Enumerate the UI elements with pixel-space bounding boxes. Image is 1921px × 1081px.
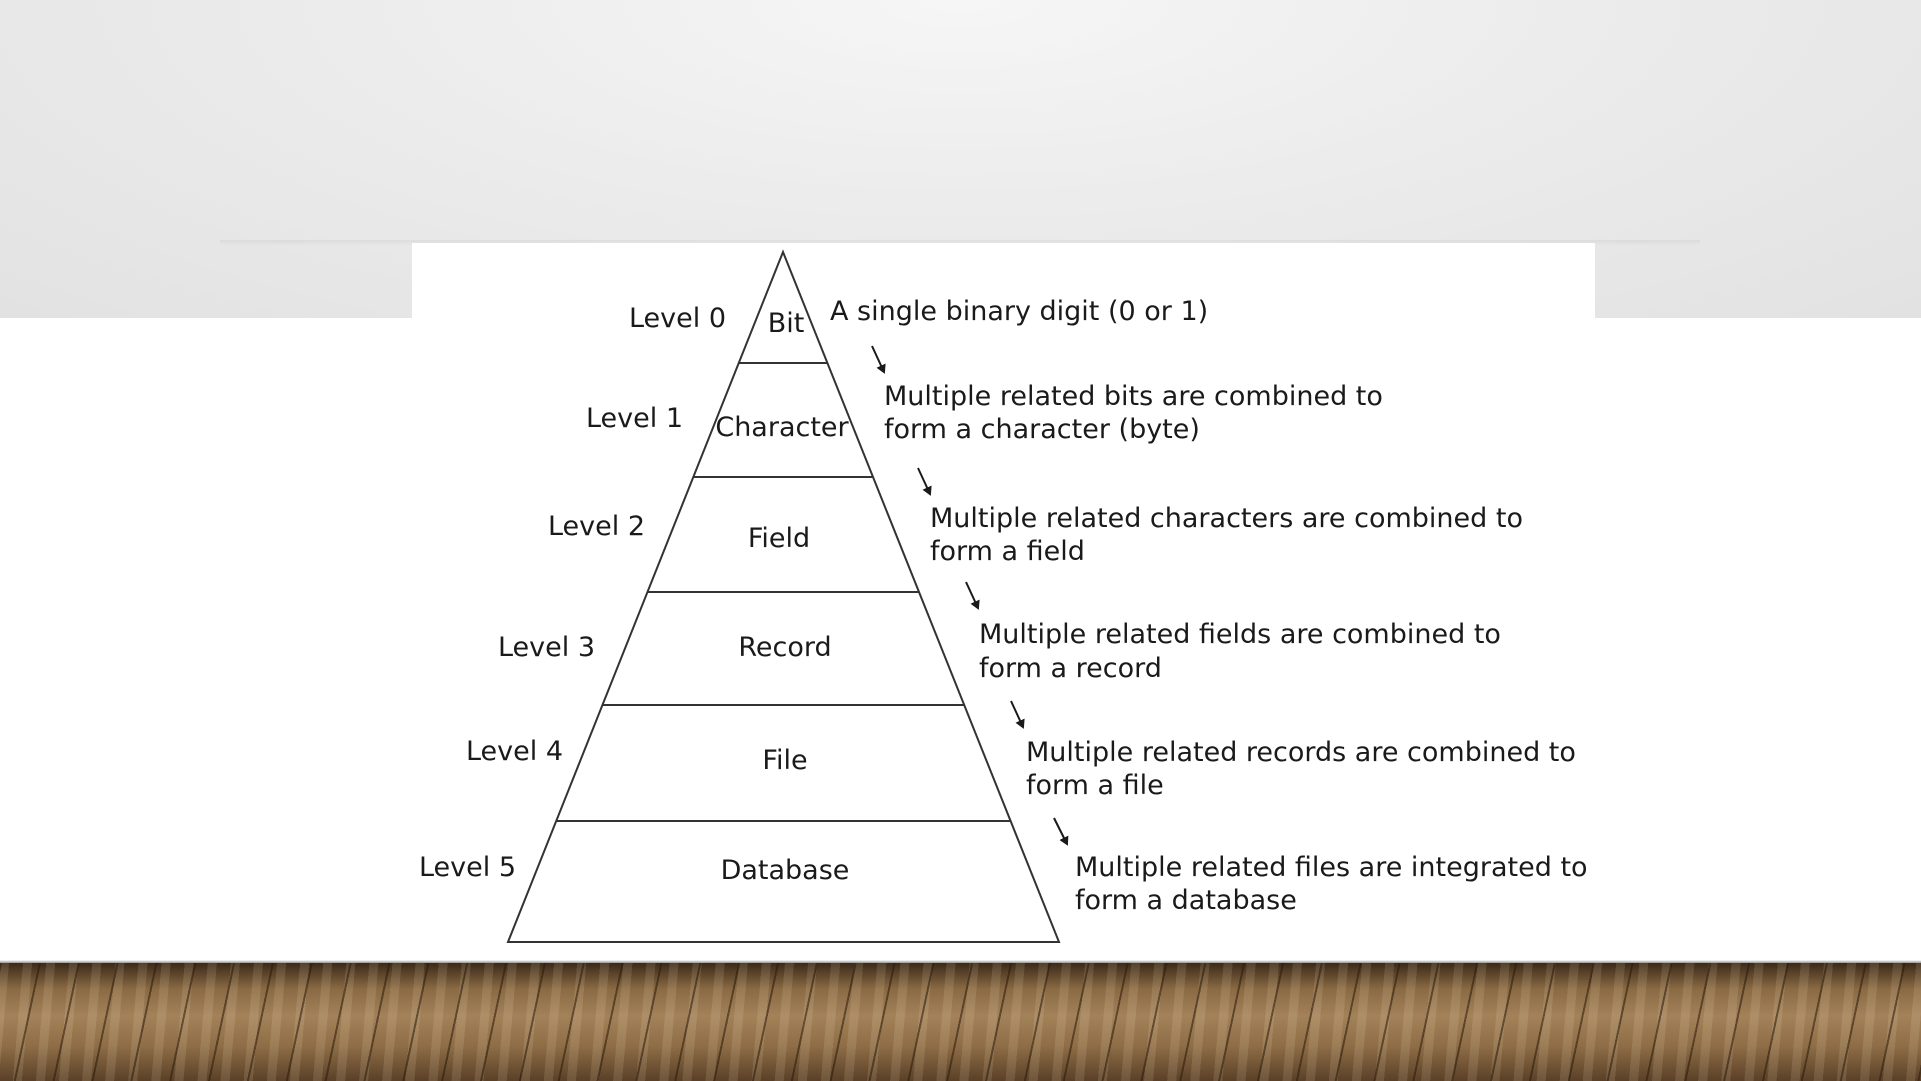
level-label-1: Level 1 [586, 403, 683, 434]
tier-name-field: Field [748, 523, 810, 554]
tier-name-character: Character [715, 412, 849, 443]
arrow-icon [1053, 817, 1069, 846]
level-label-3: Level 3 [498, 632, 595, 663]
description-level-5-line-1: Multiple related files are integrated to [1075, 852, 1588, 883]
description-level-4-line-1: Multiple related records are combined to [1026, 737, 1576, 768]
level-label-5: Level 5 [419, 852, 516, 883]
description-level-2-line-1: Multiple related characters are combined… [930, 503, 1523, 534]
level-label-0: Level 0 [629, 303, 726, 334]
arrow-icon [917, 467, 932, 496]
pyramid-diagram-svg: Bit Character Field Record File Database… [419, 249, 1588, 943]
floor-edge [0, 960, 1921, 964]
description-level-3-line-2: form a record [979, 653, 1162, 684]
description-level-0-line-1: A single binary digit (0 or 1) [830, 296, 1208, 327]
description-level-3-line-1: Multiple related fields are combined to [979, 619, 1501, 650]
tier-name-bit: Bit [768, 308, 805, 339]
description-level-4-line-2: form a file [1026, 770, 1164, 801]
description-level-1-line-1: Multiple related bits are combined to [884, 381, 1383, 412]
arrow-icon [871, 345, 886, 374]
tier-name-file: File [762, 745, 807, 776]
tier-name-record: Record [738, 632, 831, 663]
description-level-2-line-2: form a field [930, 536, 1085, 567]
description-level-1-line-2: form a character (byte) [884, 414, 1200, 445]
arrow-icon [965, 581, 980, 610]
arrow-icon [1010, 700, 1025, 729]
description-level-5-line-2: form a database [1075, 885, 1297, 916]
tier-name-database: Database [721, 855, 850, 886]
pyramid-outline [506, 249, 1061, 943]
level-label-4: Level 4 [466, 736, 563, 767]
data-hierarchy-diagram: Bit Character Field Record File Database… [412, 243, 1595, 952]
level-label-2: Level 2 [548, 511, 645, 542]
wood-floor-background [0, 963, 1921, 1081]
